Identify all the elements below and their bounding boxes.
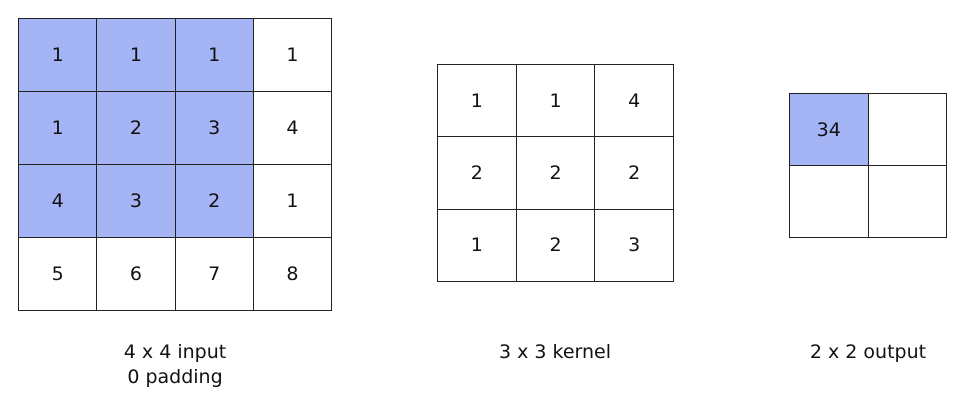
input-caption-padding: 0 padding [127,366,223,388]
input-cell: 6 [97,238,176,311]
input-cell: 1 [253,19,332,92]
kernel-cell: 2 [516,137,596,210]
input-caption-title: 4 x 4 input [123,341,227,363]
input-cell: 3 [175,92,254,165]
input-cell: 5 [19,238,98,311]
output-cell [790,166,869,238]
kernel-caption: 3 x 3 kernel [455,340,655,365]
kernel-cell: 4 [595,65,674,138]
kernel-cell: 2 [438,137,517,210]
kernel-caption-title: 3 x 3 kernel [498,341,612,363]
kernel-cell: 2 [595,137,674,210]
output-matrix: 34 [789,93,947,238]
output-cell [868,166,947,238]
kernel-cell: 1 [438,209,517,282]
input-cell: 3 [97,165,176,238]
input-cell: 7 [175,238,254,311]
output-cell: 34 [790,94,869,166]
input-cell: 2 [175,165,254,238]
input-cell: 8 [253,238,332,311]
input-cell: 1 [175,19,254,92]
input-cell: 1 [97,19,176,92]
output-cell [868,94,947,166]
kernel-cell: 1 [516,65,596,138]
input-cell: 1 [19,92,98,165]
input-cell: 4 [19,165,98,238]
input-cell: 1 [19,19,98,92]
input-caption: 4 x 4 input 0 padding [75,340,275,390]
output-caption-title: 2 x 2 output [809,341,927,363]
output-caption: 2 x 2 output [768,340,968,365]
kernel-cell: 2 [516,209,596,282]
input-cell: 2 [97,92,176,165]
kernel-cell: 3 [595,209,674,282]
input-cell: 1 [253,165,332,238]
kernel-matrix: 1 1 4 2 2 2 1 2 3 [437,64,674,282]
input-cell: 4 [253,92,332,165]
kernel-cell: 1 [438,65,517,138]
input-matrix: 1 1 1 1 1 2 3 4 4 3 2 1 5 6 7 8 [18,18,332,311]
